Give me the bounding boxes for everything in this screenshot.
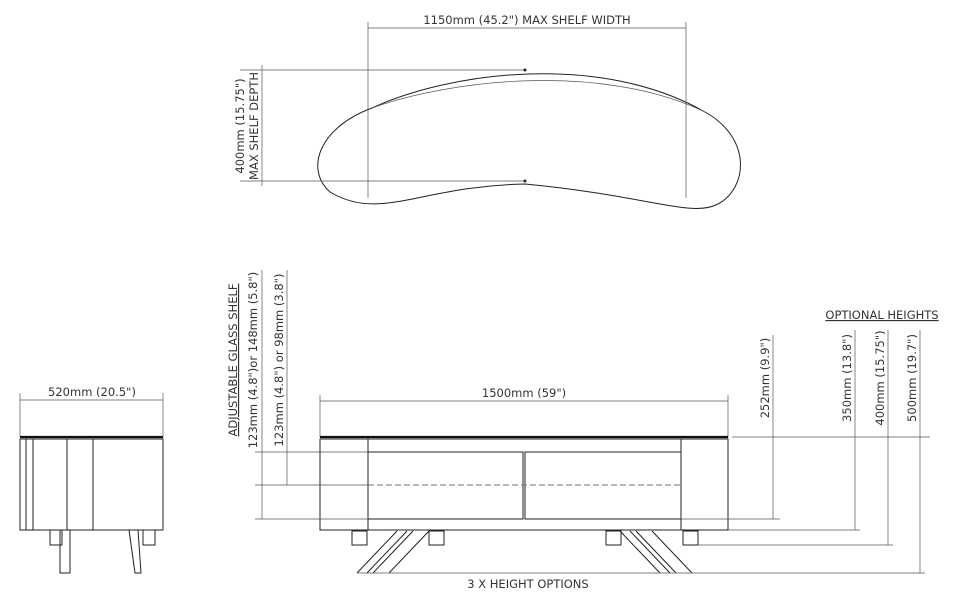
front-foot [605,530,622,546]
side-foot [49,529,63,546]
base-height-label: 252mm (9.9") [758,338,772,419]
optional-height-400: 400mm (15.75") [873,330,887,425]
front-cabinet-body [319,438,729,531]
optional-height-500: 500mm (19.7") [905,334,919,422]
left-leg-options [356,530,430,574]
front-foot [351,530,368,546]
side-cabinet-body [19,438,164,531]
shelf-inner-edge [371,80,706,113]
reference-point [523,68,527,72]
side-foot [142,529,156,546]
front-width-label: 1500mm (59") [482,386,566,400]
side-view: 520mm (20.5") [19,385,164,574]
height-options-caption: 3 X HEIGHT OPTIONS [467,577,588,591]
max-shelf-width-label: 1150mm (45.2") MAX SHELF WIDTH [423,13,630,27]
reference-point [523,179,527,183]
side-leg [59,530,71,574]
adjustable-glass-shelf-title: ADJUSTABLE GLASS SHELF [226,284,240,437]
side-leg [128,529,142,574]
front-foot [682,530,699,546]
right-leg-options [619,530,693,574]
kidney-shelf-outline [317,73,741,209]
max-shelf-depth-label: 400mm (15.75") [233,78,247,173]
side-depth-label: 520mm (20.5") [48,385,136,399]
optional-heights-title: OPTIONAL HEIGHTS [825,308,938,322]
optional-height-350: 350mm (13.8") [840,334,854,422]
front-view: 1500mm (59") ADJUSTABLE GLASS SHELF 123m… [226,270,939,591]
front-foot [428,530,445,546]
shelf-option-1: 123mm (4.8")or 148mm (5.8") [246,272,260,449]
shelf-option-2: 123mm (4.8") or 98mm (3.8") [272,274,286,447]
max-shelf-depth-caption: MAX SHELF DEPTH [247,72,261,180]
shelf-top-view: 1150mm (45.2") MAX SHELF WIDTH 400mm (15… [233,13,741,209]
